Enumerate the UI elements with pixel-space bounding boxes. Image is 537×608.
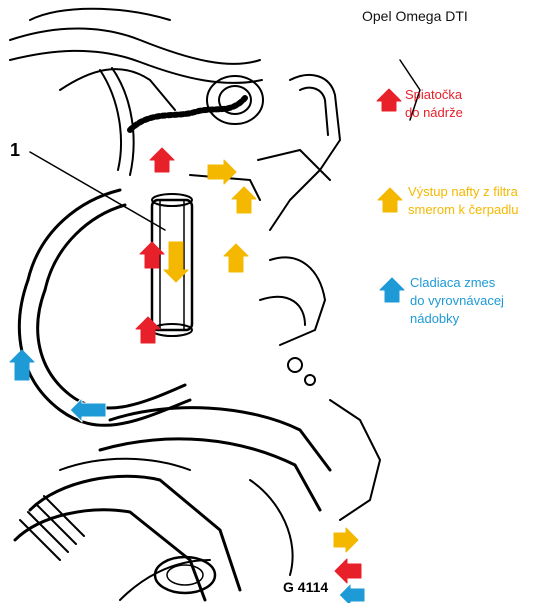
fuel-arrow-filter-down-arrow-icon xyxy=(163,241,189,283)
legend-return-arrow-up-arrow-icon xyxy=(376,88,402,112)
coolant-arrow-left-up-arrow-icon xyxy=(9,349,35,381)
legend-coolant-arrow-up-arrow-icon xyxy=(379,277,405,303)
legend-fuel-arrow-up-arrow-icon xyxy=(377,187,403,213)
fuel-arrow-right-low-up-arrow-icon xyxy=(223,243,249,273)
callout-leader-line xyxy=(29,151,166,231)
figure-code: G 4114 xyxy=(283,579,329,595)
return-arrow-low-up-arrow-icon xyxy=(135,316,161,344)
engine-outline xyxy=(9,7,421,602)
page-title: Opel Omega DTI xyxy=(362,8,468,24)
legend-fuel: Výstup nafty z filtra smerom k čerpadlu xyxy=(408,183,519,219)
return-arrow-mid-up-arrow-icon xyxy=(139,241,165,269)
legend-coolant-line-2: do vyrovnávacej xyxy=(410,293,504,308)
fuel-arrow-top-right-arrow-icon xyxy=(207,159,237,185)
legend-fuel-line-1: Výstup nafty z filtra xyxy=(408,184,518,199)
return-arrow-top-up-arrow-icon xyxy=(149,147,175,173)
legend-return: Spiatočka do nádrže xyxy=(405,86,463,122)
legend-return-line-2: do nádrže xyxy=(405,105,463,120)
key-fuel-arrow-right-arrow-icon xyxy=(333,527,359,553)
legend-coolant-line-3: nádobky xyxy=(410,311,460,326)
fuel-arrow-right-up-arrow-icon xyxy=(231,186,257,214)
coolant-arrow-bottom-left-arrow-icon xyxy=(69,397,107,423)
legend-fuel-line-2: smerom k čerpadlu xyxy=(408,202,519,217)
legend-coolant-line-1: Cladiaca zmes xyxy=(410,275,496,290)
flow-arrows xyxy=(9,88,405,608)
legend-return-line-1: Spiatočka xyxy=(405,87,463,102)
key-coolant-arrow-left-arrow-icon xyxy=(338,582,366,608)
callout-label: 1 xyxy=(10,140,21,160)
legend-coolant: Cladiaca zmes do vyrovnávacej nádobky xyxy=(410,274,504,328)
key-return-arrow-left-arrow-icon xyxy=(334,558,362,584)
